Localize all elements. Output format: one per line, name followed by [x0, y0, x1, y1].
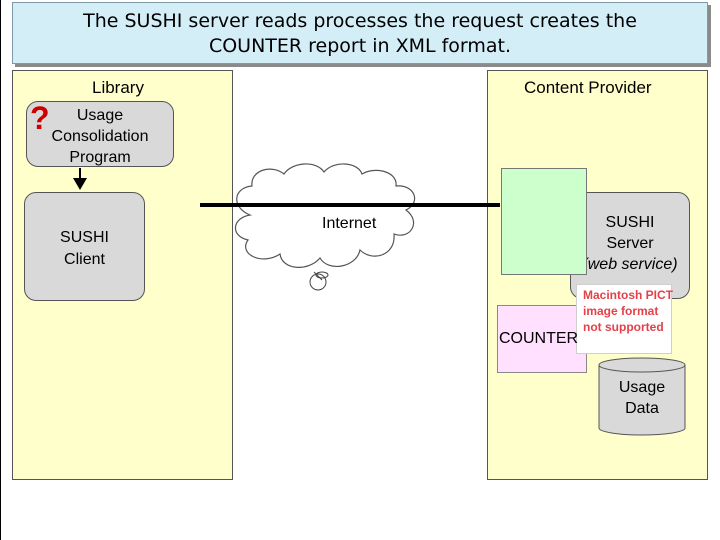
sushi-server-line-3: (web service): [582, 256, 678, 273]
sushi-server-line-2: Server: [606, 235, 654, 252]
left-edge-line: [0, 0, 1, 540]
title-line-2: COUNTER report in XML format.: [208, 35, 512, 57]
usage-program-line-2: Consolidation: [51, 128, 149, 145]
database-cylinder-icon: [598, 357, 686, 436]
counter-label: COUNTER: [499, 330, 579, 347]
usage-program-line-3: Program: [69, 149, 131, 166]
usage-consolidation-program-box: Usage Consolidation Program: [26, 101, 174, 167]
usage-data-line-2: Data: [625, 400, 659, 417]
globe-icon: [309, 271, 329, 291]
usage-program-line-1: Usage: [76, 107, 124, 124]
pict-line-3: not supported: [583, 320, 664, 334]
title-banner: The SUSHI server reads processes the req…: [12, 2, 708, 64]
pict-line-2: image format: [583, 304, 659, 318]
sushi-server-line-1: SUSHI: [605, 214, 655, 231]
sushi-client-line-1: SUSHI: [60, 229, 109, 246]
content-provider-label: Content Provider: [524, 78, 652, 97]
sushi-client-box: SUSHI Client: [24, 192, 145, 301]
title-line-1: The SUSHI server reads processes the req…: [83, 10, 637, 32]
pict-line-1: Macintosh PICT: [583, 288, 674, 302]
question-mark-icon: ?: [30, 100, 50, 136]
usage-data-label: Usage Data: [599, 377, 685, 419]
sushi-server-box: SUSHI Server (web service): [570, 192, 690, 299]
request-document-box: [501, 168, 587, 275]
down-arrow-icon: [73, 168, 87, 190]
unsupported-image-placeholder: Macintosh PICT image format not supporte…: [576, 284, 674, 354]
usage-data-line-1: Usage: [618, 379, 666, 396]
cloud-icon: [234, 163, 416, 268]
sushi-client-line-2: Client: [64, 251, 105, 268]
library-label: Library: [92, 78, 144, 97]
internet-label: Internet: [322, 215, 377, 232]
